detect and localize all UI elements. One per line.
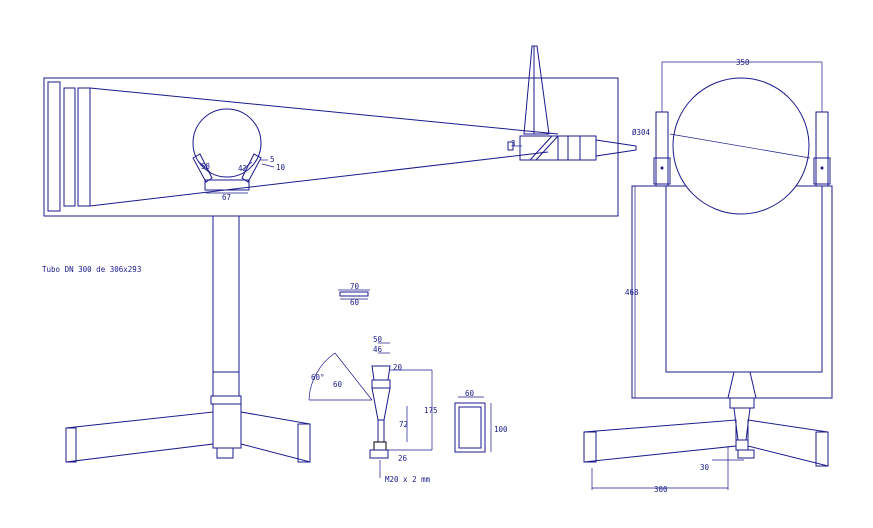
- pier-collar: [210, 395, 242, 405]
- dim-72-label: 72: [399, 420, 408, 429]
- focuser-drawtube: [595, 139, 637, 157]
- tripod-leg-right: [240, 411, 311, 463]
- adapter-flange: [371, 379, 391, 389]
- dim-60-label: 60: [350, 298, 360, 307]
- front-hub: [735, 439, 749, 451]
- dim-300-label: 300: [654, 485, 668, 494]
- front-clamp-left: [653, 157, 671, 185]
- pier-column: [212, 215, 240, 373]
- front-foot-right: [815, 431, 829, 467]
- dim-350-label: 350: [736, 58, 750, 67]
- thread-label: M20 x 2 mm: [385, 475, 431, 484]
- light-cone-top: [89, 87, 559, 135]
- cradle-ring: [192, 108, 262, 178]
- spider-vane: [523, 45, 550, 135]
- tripod-center-foot: [216, 447, 234, 459]
- dim-30-label: 30: [700, 463, 710, 472]
- dim-58-line: [198, 161, 211, 173]
- dim-67-label: 67: [222, 193, 231, 202]
- block-detail: 60 100: [454, 389, 508, 453]
- block-outer: [454, 402, 486, 453]
- light-cone-bottom: [89, 151, 549, 207]
- bracket-detail: 70 60: [338, 282, 370, 307]
- primary-mirror: [63, 87, 76, 207]
- dim-26-label: 26: [398, 454, 408, 463]
- mirror-support: [77, 87, 91, 207]
- dim-phi304-label: Ø304: [632, 128, 651, 137]
- dim-10-line: [261, 163, 275, 168]
- adapter-top-cone: [371, 365, 391, 381]
- dim-175-label: 175: [424, 406, 438, 415]
- bracket-plate: [339, 291, 369, 297]
- dim-100-label: 100: [494, 425, 508, 434]
- dim-42-line: [241, 161, 253, 171]
- dim-42-label: 42: [238, 164, 247, 173]
- mirror-cell-plate: [47, 81, 61, 212]
- dim-3-label: 3: [511, 139, 516, 148]
- cradle-left-pad: [192, 153, 213, 183]
- side-view: 3 58 42 5 10 67: [43, 45, 637, 463]
- dim-phi304-line: [669, 133, 811, 159]
- pier-lower-sleeve: [212, 371, 240, 397]
- dim-70-label: 70: [350, 282, 360, 291]
- front-leg-left: [583, 419, 737, 463]
- dim-60-side-label: 60: [333, 380, 343, 389]
- tube-outline: [43, 77, 619, 217]
- dim-block-60-label: 60: [465, 389, 475, 398]
- dim-50-label: 50: [373, 335, 383, 344]
- angle-60-label: 60°: [311, 373, 325, 382]
- adapter-detail: 50 46 20 60° 60 175 72 26 M20 x 2 mm: [308, 335, 438, 484]
- secondary-mirror-back: [535, 135, 559, 161]
- dim-20-label: 20: [393, 363, 403, 372]
- front-foot-left: [583, 431, 597, 463]
- adapter-taper: [371, 387, 391, 421]
- block-inner: [458, 406, 482, 449]
- front-adapter-flange: [729, 397, 755, 409]
- front-center-foot: [737, 449, 755, 459]
- front-view: 350 Ø304 468 30 300: [583, 58, 833, 494]
- clamp-bolt-right: [820, 166, 824, 170]
- dim-58-label: 58: [201, 162, 211, 171]
- front-upright-right: [815, 111, 829, 187]
- dim-468-label: 468: [625, 288, 639, 297]
- dim-10-label: 10: [276, 163, 286, 172]
- clamp-bolt-left: [660, 166, 664, 170]
- front-clamp-right: [813, 157, 831, 185]
- thread-stud: [373, 441, 387, 451]
- dim-46-label: 46: [373, 345, 383, 354]
- dim-5-label: 5: [270, 155, 275, 164]
- front-upright-left: [655, 111, 669, 187]
- tube-caption: Tubo DN 300 de 306x293: [42, 265, 141, 274]
- angle-arc: [308, 352, 336, 401]
- secondary-mirror: [529, 135, 553, 161]
- tripod-foot-left: [65, 427, 77, 463]
- thread-nut: [369, 449, 389, 459]
- angle-leg: [334, 352, 373, 401]
- adapter-neck: [377, 419, 385, 443]
- cradle-base: [204, 179, 250, 191]
- tripod-leg-left: [65, 411, 214, 463]
- tripod-foot-right: [297, 423, 311, 463]
- cradle-right-pad: [241, 153, 262, 183]
- tripod-hub: [212, 403, 242, 449]
- front-frame-outer: [631, 185, 833, 399]
- front-adapter-cone: [727, 371, 757, 399]
